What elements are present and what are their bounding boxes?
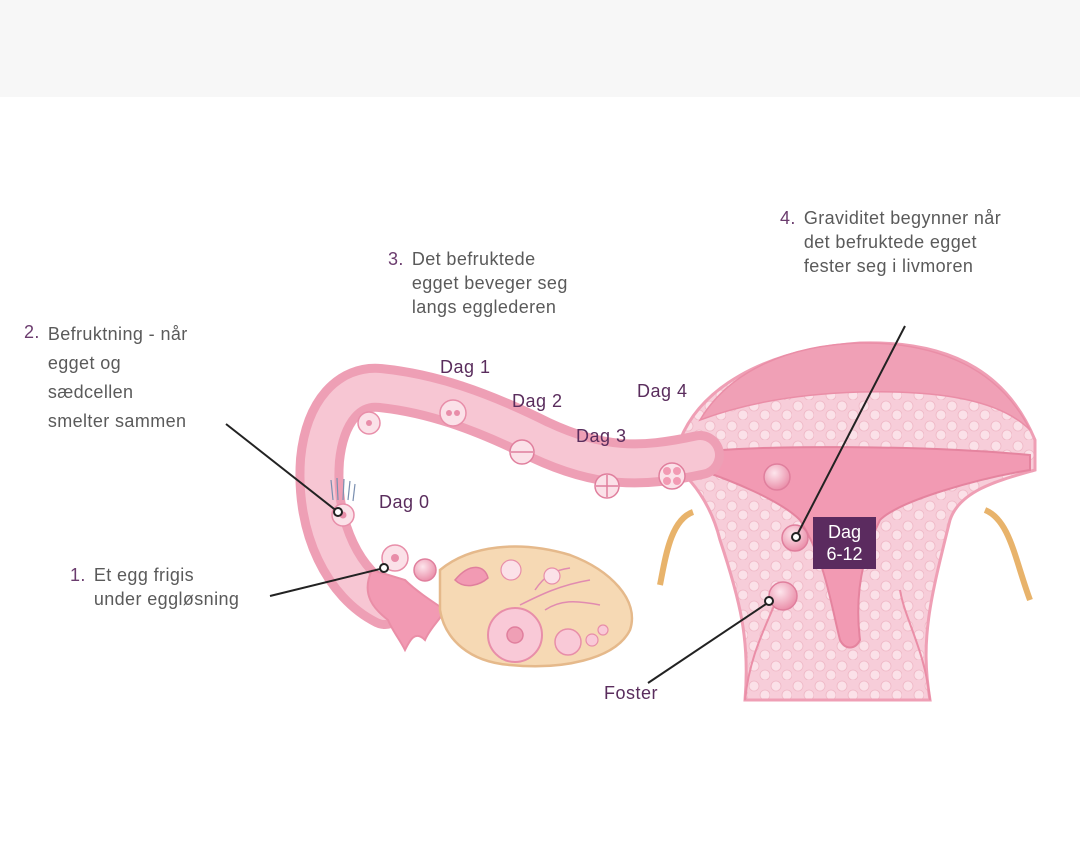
day-3-label: Dag 3	[576, 426, 627, 446]
step-4-number: 4.	[780, 208, 796, 228]
badge-line-2: 6-12	[826, 544, 863, 564]
day-4-label: Dag 4	[637, 381, 688, 401]
day-0-label: Dag 0	[379, 492, 430, 512]
pointer-lines	[225, 325, 906, 684]
step-1-text: Et egg frigis under eggløsning	[93, 565, 240, 609]
right-ligament	[983, 507, 1033, 602]
pointer-foster	[647, 601, 770, 684]
pointer-step2	[225, 423, 339, 513]
step-3-text: Det befruktede egget beveger seg langs e…	[411, 249, 568, 317]
foster-label: Foster	[604, 683, 659, 703]
egg-dag4-morula	[658, 462, 686, 490]
day-6-12-badge: Dag 6-12	[813, 517, 876, 569]
blastocyst	[763, 463, 791, 491]
step-2-number: 2.	[24, 322, 40, 342]
step-2-text: Befruktning - når egget og sædcellen sme…	[47, 324, 188, 431]
egg-dag1-b	[439, 399, 467, 427]
step-1-number: 1.	[70, 565, 86, 585]
step-3-number: 3.	[388, 249, 404, 269]
left-ligament	[657, 509, 695, 586]
ovary	[438, 545, 634, 668]
day-1-label: Dag 1	[440, 357, 491, 377]
step-4-label: 4. Graviditet begynner når det befrukted…	[780, 206, 1001, 278]
step-3-label: 3. Det befruktede egget beveger seg lang…	[388, 247, 568, 319]
step-1-label: 1. Et egg frigis under eggløsning	[70, 563, 239, 611]
fallopian-tube	[295, 363, 724, 653]
pointer-step4	[795, 325, 906, 538]
sperm-cluster	[330, 477, 356, 502]
pointer-dots	[333, 507, 801, 606]
step-2-label: 2. Befruktning - når egget og sædcellen …	[24, 320, 188, 436]
top-band	[0, 0, 1080, 97]
day-2-label: Dag 2	[512, 391, 563, 411]
pointer-step1	[269, 567, 385, 597]
step-4-text: Graviditet begynner når det befruktede e…	[803, 208, 1002, 276]
badge-line-1: Dag	[827, 522, 862, 542]
embryo	[768, 581, 798, 611]
